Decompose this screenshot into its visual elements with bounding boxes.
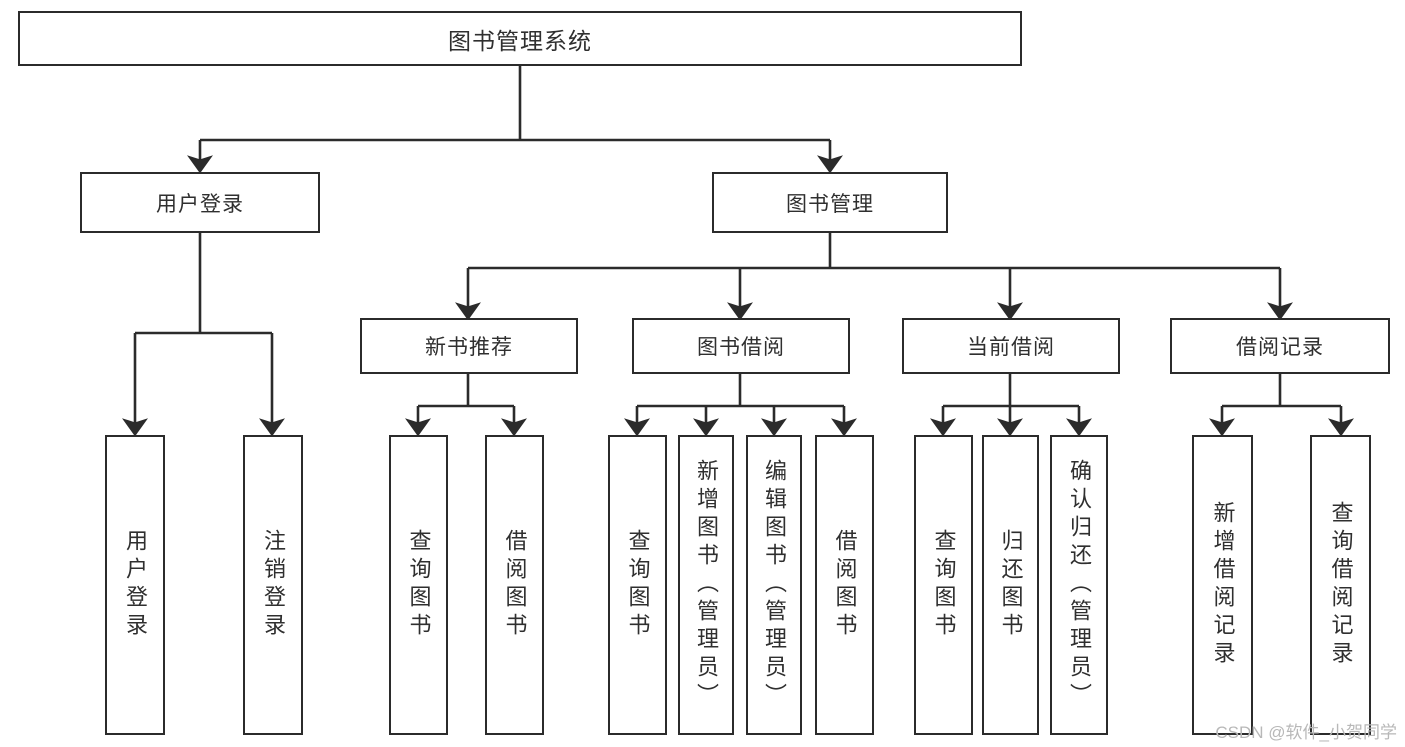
node-leaf-query-book-borrow[interactable]: 查询图书 bbox=[608, 435, 667, 735]
node-label: 图书管理系统 bbox=[448, 27, 592, 54]
node-label: 借阅图书 bbox=[832, 529, 858, 641]
node-leaf-return-book[interactable]: 归还图书 bbox=[982, 435, 1039, 735]
node-label: 注销登录 bbox=[261, 529, 286, 641]
node-leaf-query-book-current[interactable]: 查询图书 bbox=[914, 435, 973, 735]
node-leaf-add-book[interactable]: 新增图书（管理员） bbox=[678, 435, 734, 735]
node-label: 图书借阅 bbox=[697, 336, 785, 359]
csdn-watermark: CSDN @软件_小贺同学 bbox=[1215, 723, 1397, 742]
node-label: 借阅图书 bbox=[502, 529, 528, 641]
node-label: 查询图书 bbox=[406, 529, 432, 641]
node-label: 用户登录 bbox=[123, 529, 148, 641]
node-label: 用户登录 bbox=[156, 192, 244, 216]
node-leaf-edit-book[interactable]: 编辑图书（管理员） bbox=[746, 435, 802, 735]
node-leaf-add-borrow-record[interactable]: 新增借阅记录 bbox=[1192, 435, 1253, 735]
node-leaf-confirm-return[interactable]: 确认归还（管理员） bbox=[1050, 435, 1108, 735]
node-leaf-borrow-book[interactable]: 借阅图书 bbox=[815, 435, 874, 735]
node-book-borrow[interactable]: 图书借阅 bbox=[632, 318, 850, 374]
node-book-management[interactable]: 图书管理 bbox=[712, 172, 948, 233]
node-label: 编辑图书（管理员） bbox=[762, 459, 787, 711]
node-new-book-recommend[interactable]: 新书推荐 bbox=[360, 318, 578, 374]
node-label: 新增图书（管理员） bbox=[694, 459, 719, 711]
node-label: 归还图书 bbox=[998, 529, 1024, 641]
node-user-login[interactable]: 用户登录 bbox=[80, 172, 320, 233]
node-label: 当前借阅 bbox=[967, 336, 1055, 359]
node-label: 查询借阅记录 bbox=[1328, 501, 1354, 669]
node-label: 借阅记录 bbox=[1236, 336, 1324, 359]
node-leaf-borrow-book-recommend[interactable]: 借阅图书 bbox=[485, 435, 544, 735]
node-leaf-query-book-recommend[interactable]: 查询图书 bbox=[389, 435, 448, 735]
node-borrow-record[interactable]: 借阅记录 bbox=[1170, 318, 1390, 374]
node-label: 新增借阅记录 bbox=[1210, 501, 1236, 669]
node-label: 新书推荐 bbox=[425, 336, 513, 359]
node-label: 图书管理 bbox=[786, 192, 874, 216]
node-label: 查询图书 bbox=[931, 529, 957, 641]
node-leaf-query-borrow-record[interactable]: 查询借阅记录 bbox=[1310, 435, 1371, 735]
node-label: 确认归还（管理员） bbox=[1067, 459, 1092, 711]
node-root-book-management-system[interactable]: 图书管理系统 bbox=[18, 11, 1022, 66]
node-label: 查询图书 bbox=[625, 529, 651, 641]
node-leaf-logout-login[interactable]: 注销登录 bbox=[243, 435, 303, 735]
node-leaf-user-login[interactable]: 用户登录 bbox=[105, 435, 165, 735]
node-current-borrow[interactable]: 当前借阅 bbox=[902, 318, 1120, 374]
